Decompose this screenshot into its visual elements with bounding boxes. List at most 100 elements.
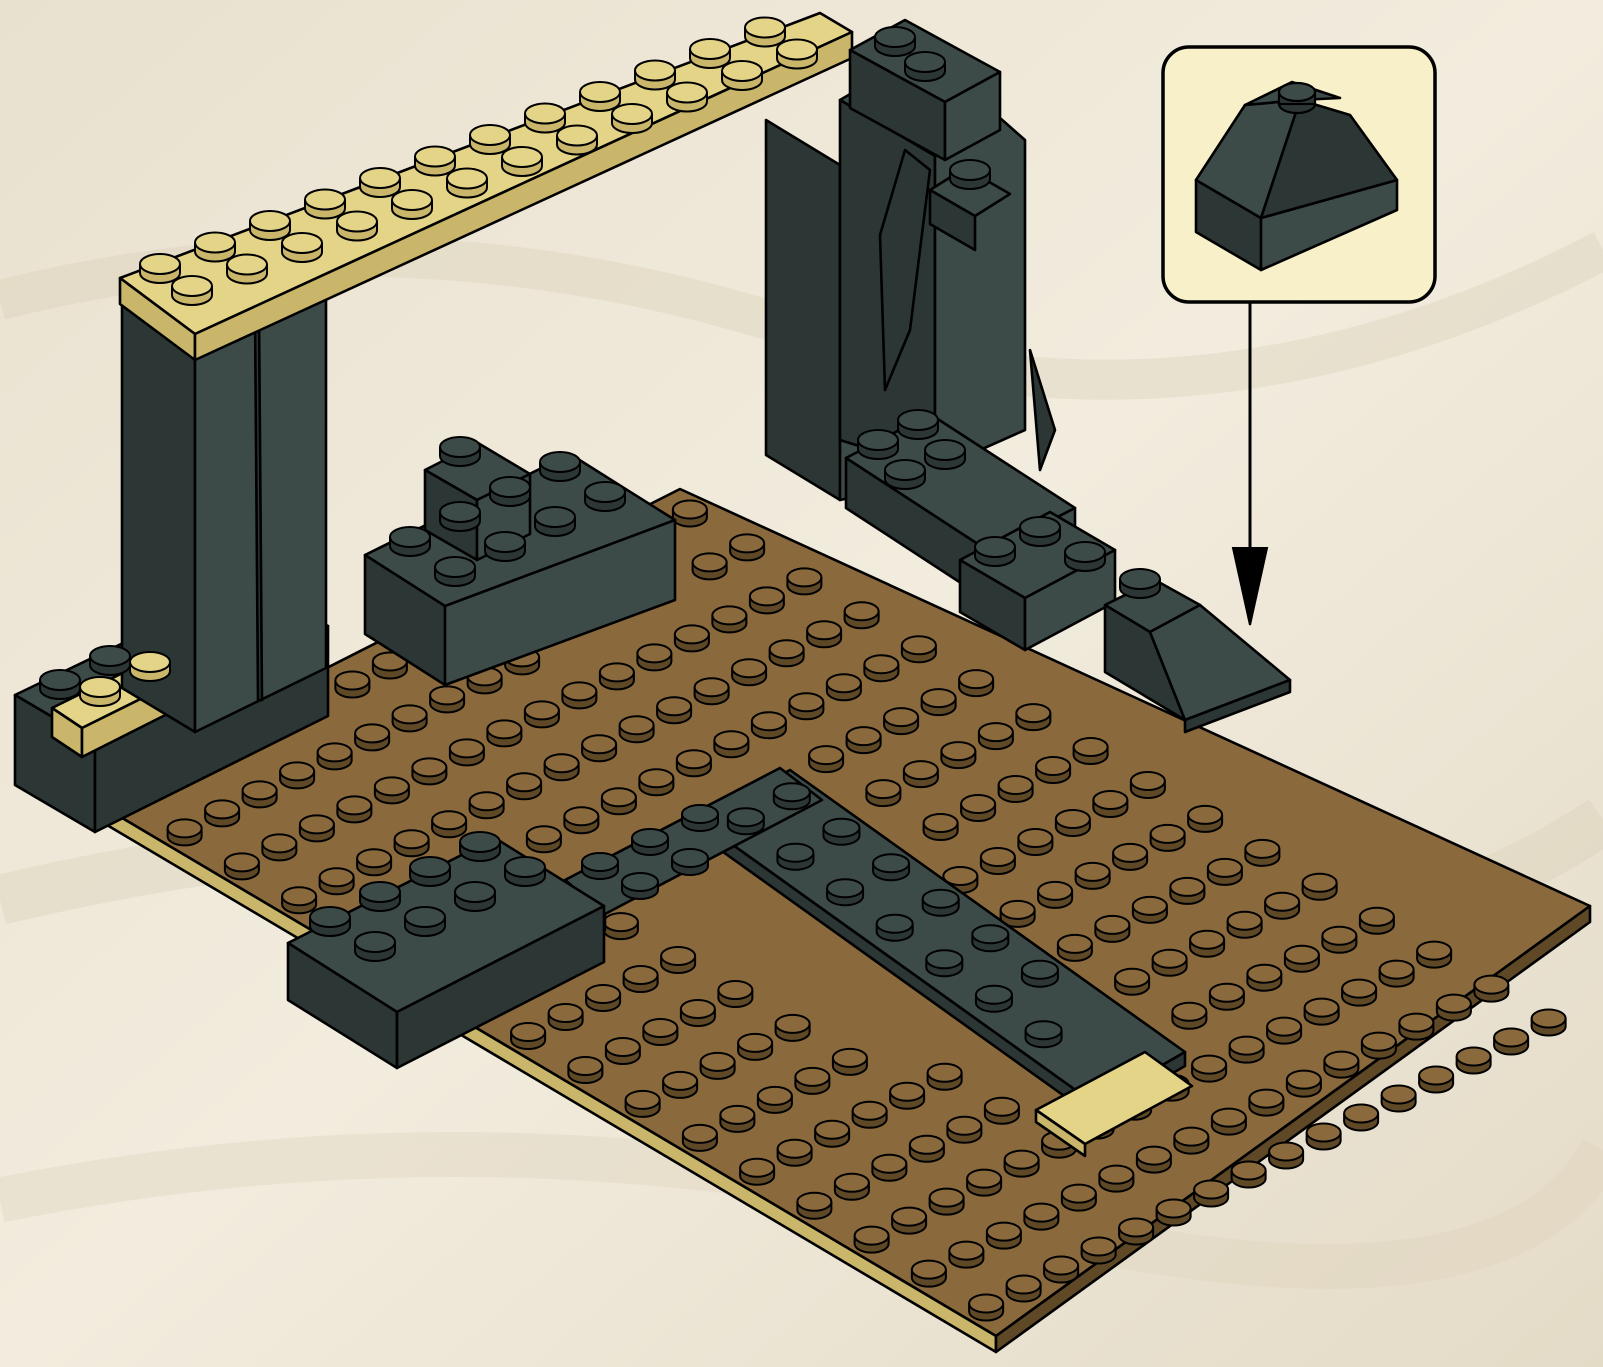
stud: [1437, 995, 1471, 1021]
stud: [1170, 878, 1204, 904]
stud: [540, 452, 580, 481]
stud: [505, 857, 545, 886]
stud: [1380, 961, 1414, 987]
stud: [872, 1155, 906, 1181]
stud: [855, 1227, 889, 1253]
stud: [405, 907, 445, 936]
stud: [1324, 1052, 1358, 1078]
stud: [1157, 1200, 1191, 1226]
stud: [355, 932, 395, 961]
stud: [718, 981, 752, 1007]
stud: [527, 826, 561, 852]
stud: [1474, 976, 1508, 1002]
stud: [1038, 882, 1072, 908]
stud: [562, 682, 596, 708]
stud: [432, 811, 466, 837]
stud: [1494, 1029, 1528, 1055]
stud: [318, 743, 352, 769]
stud: [853, 1102, 887, 1128]
stud: [815, 1121, 849, 1147]
stud: [979, 723, 1013, 749]
stud: [310, 907, 350, 936]
stud: [789, 693, 823, 719]
stud: [1285, 946, 1319, 972]
stud: [1190, 931, 1224, 957]
stud: [337, 212, 377, 241]
stud: [922, 689, 956, 715]
stud: [1020, 517, 1060, 546]
stud: [507, 773, 541, 799]
stud: [890, 1083, 924, 1109]
stud: [390, 527, 430, 556]
stud: [1093, 791, 1127, 817]
stud: [40, 670, 80, 699]
stud: [912, 1261, 946, 1287]
stud: [357, 849, 391, 875]
stud: [904, 761, 938, 787]
stud: [487, 720, 521, 746]
stud: [728, 808, 764, 834]
stud: [864, 655, 898, 681]
stud: [1174, 1128, 1208, 1154]
stud: [490, 477, 530, 506]
stud: [470, 792, 504, 818]
stud: [335, 671, 369, 697]
stud: [626, 1091, 660, 1117]
stud: [1307, 1124, 1341, 1150]
stud: [981, 848, 1015, 874]
stud: [549, 1004, 583, 1030]
stud: [470, 125, 510, 154]
stud: [1113, 844, 1147, 870]
stud: [1026, 1021, 1062, 1047]
stud: [787, 568, 821, 594]
stud: [776, 1015, 810, 1041]
stud: [740, 1159, 774, 1185]
stud: [632, 829, 668, 855]
stud: [941, 742, 975, 768]
stud: [1074, 738, 1108, 764]
stud: [926, 950, 962, 976]
stud: [1194, 1181, 1228, 1207]
stud: [535, 507, 575, 536]
stud: [752, 712, 786, 738]
stud: [673, 500, 707, 526]
stud: [976, 986, 1012, 1012]
stud: [450, 739, 484, 765]
stud: [511, 1023, 545, 1049]
stud: [778, 1140, 812, 1166]
stud: [282, 233, 322, 262]
stud: [823, 819, 859, 845]
stud: [1344, 1105, 1378, 1131]
stud: [320, 868, 354, 894]
stud: [1062, 1185, 1096, 1211]
stud: [774, 783, 810, 809]
stud: [1245, 840, 1279, 866]
stud: [545, 754, 579, 780]
stud: [1212, 1109, 1246, 1135]
stud: [875, 27, 915, 56]
stud: [1232, 1162, 1266, 1188]
stud: [695, 678, 729, 704]
stud: [663, 1072, 697, 1098]
stud: [360, 168, 400, 197]
stud: [430, 686, 464, 712]
stud: [701, 1053, 735, 1079]
stud: [1082, 1238, 1116, 1264]
stud: [90, 646, 130, 675]
stud: [639, 769, 673, 795]
callout-box: [1163, 47, 1435, 302]
stud: [620, 716, 654, 742]
stud: [447, 169, 487, 198]
stud: [797, 1193, 831, 1219]
stud: [693, 553, 727, 579]
stud: [1192, 1056, 1226, 1082]
stud: [243, 781, 277, 807]
stud: [1119, 1219, 1153, 1245]
stud: [582, 735, 616, 761]
stud: [712, 606, 746, 632]
stud: [1007, 1276, 1041, 1302]
stud: [1267, 1018, 1301, 1044]
stud: [738, 1034, 772, 1060]
stud: [602, 788, 636, 814]
